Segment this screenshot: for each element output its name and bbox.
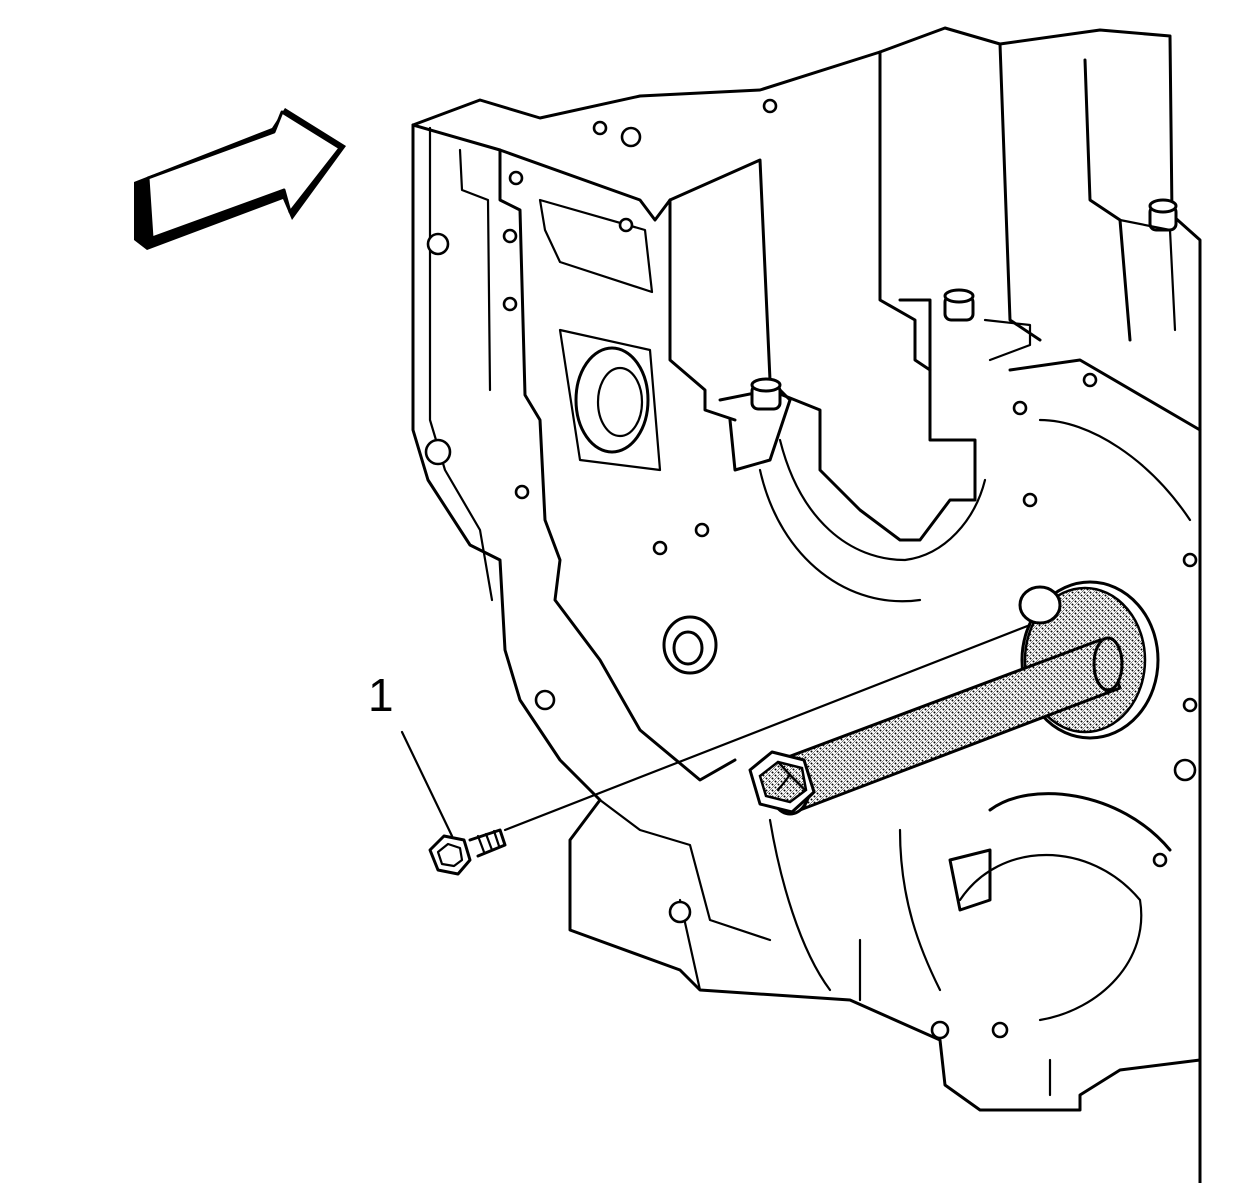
callout-label-1: 1 <box>368 669 394 721</box>
bearing-stud <box>750 198 1178 411</box>
bolt <box>428 623 1032 876</box>
view-direction-arrow <box>134 108 346 250</box>
bolt-holes <box>424 98 1198 1040</box>
engine-block <box>411 26 1202 1183</box>
callout-leader <box>400 730 454 838</box>
seal-installer-tool <box>748 580 1160 816</box>
